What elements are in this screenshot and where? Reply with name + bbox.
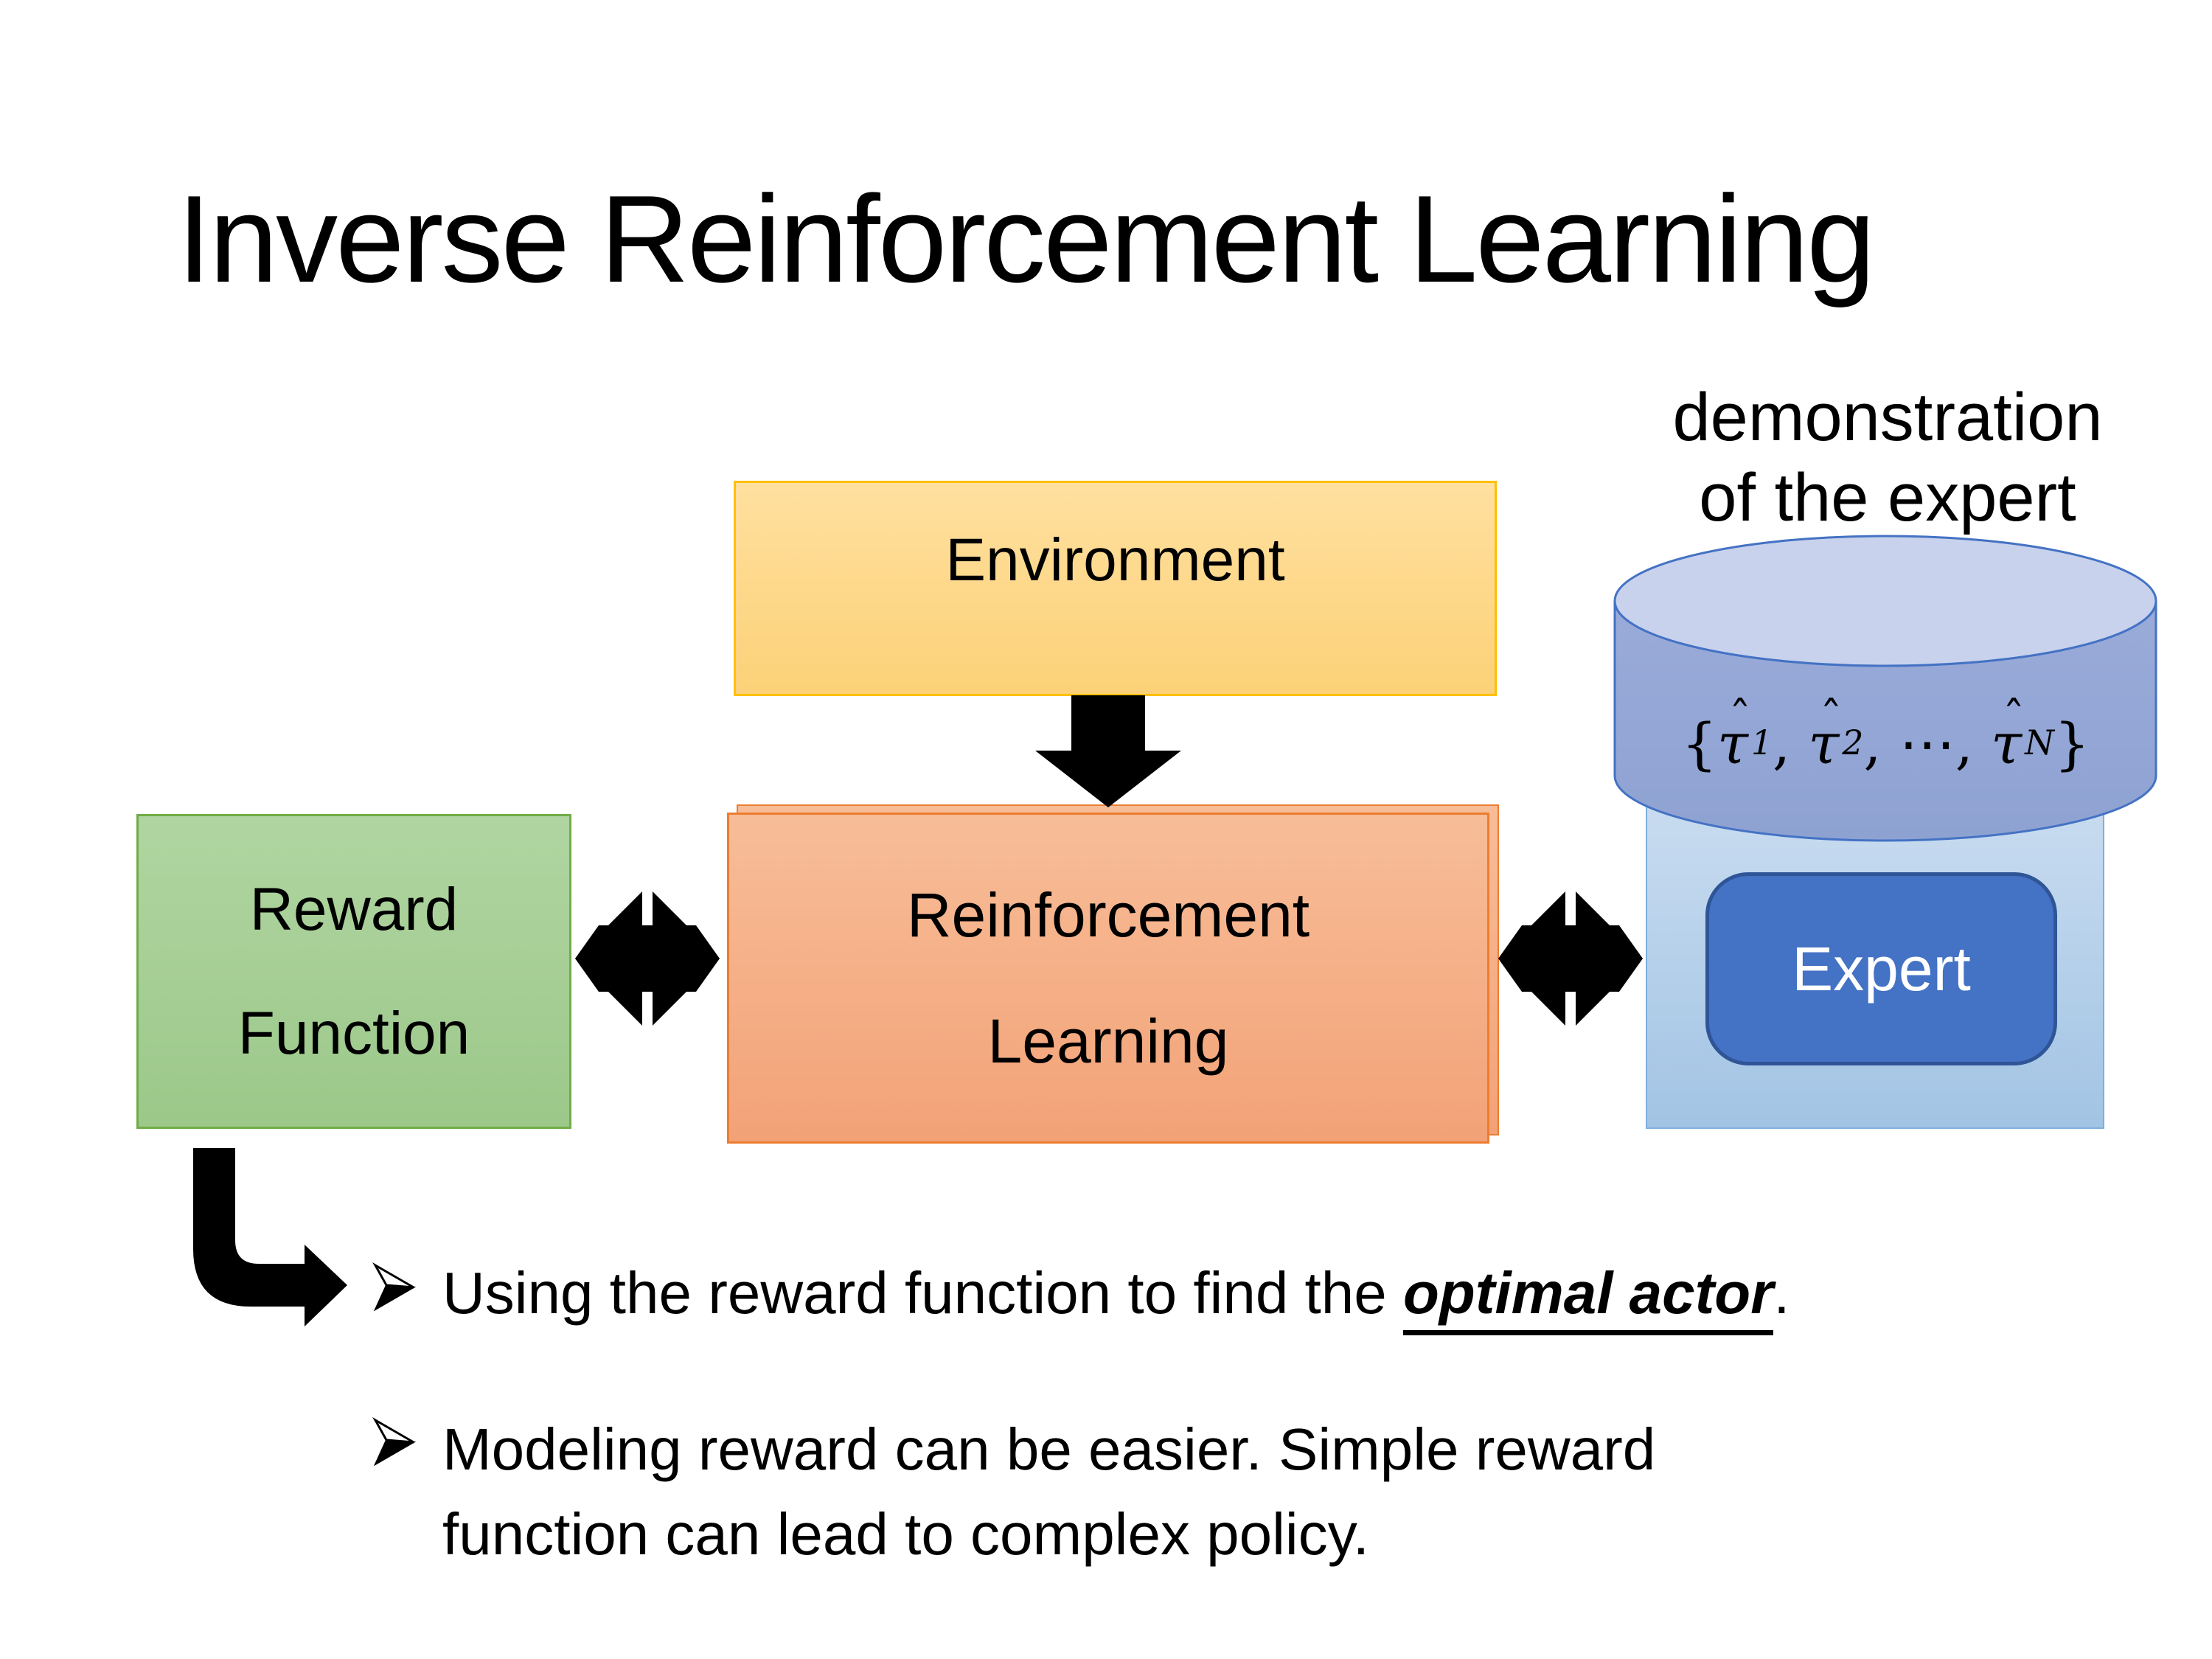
reward-function-label-line2: Function xyxy=(237,999,470,1067)
bullet2-line1: Modeling reward can be easier. Simple re… xyxy=(442,1416,1656,1482)
demonstration-label-line1: demonstration xyxy=(1672,380,2103,455)
reinforcement-learning-label-line1: Reinforcement xyxy=(906,880,1310,950)
expert-box: Expert xyxy=(1705,872,2057,1065)
double-exchange-arrow-icon xyxy=(1498,884,1643,1033)
arrowhead-bullet-icon xyxy=(372,1417,417,1467)
bent-down-right-arrow-icon xyxy=(193,1148,347,1326)
demonstration-label-line2: of the expert xyxy=(1699,459,2076,535)
environment-box: Environment xyxy=(734,481,1497,696)
database-cylinder-icon xyxy=(1613,535,2157,842)
bullet-item-2: Modeling reward can be easier. Simple re… xyxy=(442,1407,1655,1576)
bullet1-text: Using the reward function to find the xyxy=(442,1260,1403,1326)
down-arrow-icon xyxy=(1035,695,1181,807)
bullet1-period: . xyxy=(1773,1260,1790,1326)
bullet-item-1: Using the reward function to find the op… xyxy=(442,1255,1790,1335)
double-exchange-arrow-icon xyxy=(575,884,720,1033)
bullet1-emphasis: optimal actor xyxy=(1402,1260,1774,1335)
bullet2-line2: function can lead to complex policy. xyxy=(442,1501,1369,1568)
dots: ⋯ xyxy=(1899,710,1955,776)
reward-function-label-line1: Reward xyxy=(249,875,459,943)
environment-label: Environment xyxy=(945,526,1285,594)
arrowhead-bullet-icon xyxy=(372,1262,417,1312)
brace-close: } xyxy=(2054,710,2090,776)
expert-label: Expert xyxy=(1792,933,1971,1004)
page-title: Inverse Reinforcement Learning xyxy=(177,170,1876,308)
reinforcement-learning-label-line2: Learning xyxy=(987,1006,1229,1076)
reward-function-box: Reward Function xyxy=(136,814,571,1129)
brace-open: { xyxy=(1681,710,1717,776)
reinforcement-learning-box: Reinforcement Learning xyxy=(727,813,1489,1144)
demonstration-label: demonstration of the expert xyxy=(1593,378,2183,538)
